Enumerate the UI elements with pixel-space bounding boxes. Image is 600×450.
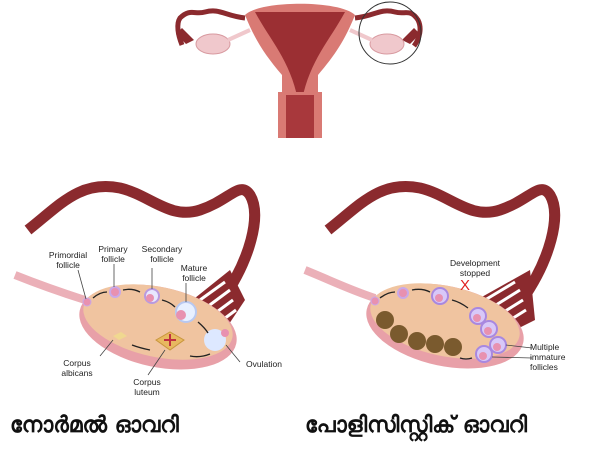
label-primary-follicle: Primary follicle	[98, 244, 128, 264]
pcos-ovary-diagram	[303, 181, 561, 369]
label-multiple-immature-follicles: Multiple immature follicles	[530, 342, 566, 372]
label-development-stopped: Development stopped	[449, 258, 501, 278]
label-secondary-follicle: Secondary follicle	[141, 244, 183, 264]
label-corpus-luteum: Corpus luteum	[133, 377, 161, 397]
label-mature-follicle: Mature follicle	[180, 263, 208, 283]
caption-polycystic-ovary: പോളിസിസ്റ്റിക് ഓവറി	[305, 413, 527, 438]
stop-x-icon: X	[459, 277, 470, 294]
label-ovulation: Ovulation	[246, 359, 282, 369]
label-primordial-follicle: Primordial follicle	[48, 250, 88, 270]
uterus-diagram	[175, 1, 423, 138]
caption-normal-ovary: നോർമൽ ഓവറി	[10, 413, 179, 438]
label-corpus-albicans: Corpus albicans	[61, 358, 93, 378]
normal-ovary-diagram	[13, 181, 261, 376]
